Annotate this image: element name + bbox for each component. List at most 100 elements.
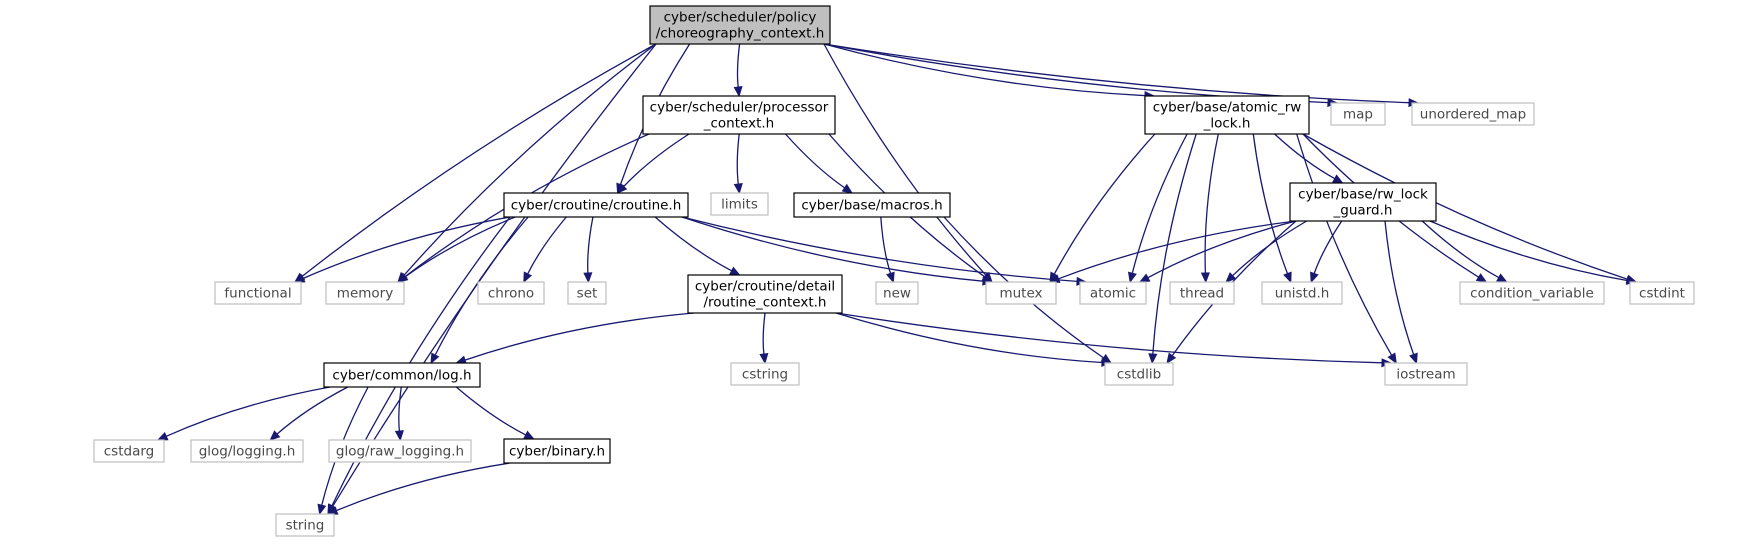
header-node-root[interactable]: cyber/scheduler/policy/choreography_cont…	[649, 5, 831, 45]
edge-line	[835, 312, 1103, 364]
edge-line	[332, 43, 657, 507]
system-header-node-limits: limits	[710, 192, 769, 216]
node-box	[1104, 362, 1174, 386]
edge-line	[835, 312, 1383, 364]
arrow-head	[156, 432, 169, 441]
edge-rw_guard-to-condvar	[1421, 220, 1508, 283]
node-box	[649, 5, 831, 45]
edge-line	[1131, 133, 1188, 274]
node-label: /choreography_context.h	[656, 26, 825, 42]
edge-processor-to-limits	[733, 133, 743, 195]
edge-line	[1429, 220, 1628, 282]
edge-root-to-unordered_map	[823, 43, 1420, 108]
arrow-head	[1475, 273, 1488, 283]
system-header-node-mutex: mutex	[985, 281, 1057, 305]
node-box	[503, 438, 611, 464]
node-label: glog/raw_logging.h	[336, 444, 464, 460]
header-node-binary[interactable]: cyber/binary.h	[503, 438, 611, 464]
edge-line	[1296, 133, 1393, 356]
arrow-head	[317, 503, 327, 516]
node-box	[1169, 281, 1235, 305]
arrow-head	[523, 430, 535, 440]
edge-routine_ctx-to-cstdlib	[835, 312, 1113, 367]
edge-macros-to-new	[880, 216, 895, 284]
system-header-node-unistd: unistd.h	[1261, 281, 1343, 305]
node-box	[985, 281, 1057, 305]
node-label: set	[577, 286, 598, 302]
edge-line	[455, 386, 526, 436]
arrow-head	[1148, 353, 1158, 365]
node-label: cyber/common/log.h	[332, 368, 471, 384]
arrow-head	[1225, 272, 1237, 283]
system-header-node-iostream: iostream	[1384, 362, 1468, 386]
node-label: functional	[224, 286, 291, 302]
edge-croutine-to-functional	[293, 216, 511, 283]
header-node-croutine[interactable]: cyber/croutine/croutine.h	[503, 192, 689, 218]
edge-rw_guard-to-unistd	[1310, 220, 1343, 284]
node-box	[1261, 281, 1343, 305]
node-label: cyber/scheduler/policy	[664, 10, 817, 26]
arrow-head	[841, 183, 854, 194]
header-node-routine_ctx[interactable]: cyber/croutine/detail/routine_context.h	[687, 274, 843, 314]
edge-line	[165, 386, 331, 437]
node-label: glog/logging.h	[199, 444, 296, 460]
header-node-macros[interactable]: cyber/base/macros.h	[793, 192, 951, 218]
arrow-head	[1138, 273, 1151, 283]
arrow-head	[1200, 272, 1210, 284]
node-box	[642, 95, 836, 135]
edge-line	[1147, 220, 1297, 279]
arrow-head	[759, 353, 769, 365]
edge-atomic_rw-to-thread	[1200, 133, 1219, 284]
node-box	[477, 281, 545, 305]
edge-line	[1313, 220, 1343, 274]
edge-croutine-to-routine_ctx	[654, 216, 741, 276]
edge-line	[736, 133, 740, 185]
node-box	[190, 439, 304, 463]
node-label: cstdarg	[104, 444, 154, 460]
node-label: cyber/croutine/detail	[695, 279, 835, 295]
edge-line	[823, 43, 987, 276]
node-box	[710, 192, 769, 216]
edge-line	[398, 386, 402, 432]
edge-line	[823, 43, 1410, 104]
edge-line	[331, 216, 511, 507]
arrow-head	[430, 352, 440, 365]
node-box	[1330, 102, 1386, 126]
system-header-node-functional: functional	[214, 281, 302, 305]
edge-log-to-glog_logging	[269, 386, 349, 441]
node-label: cyber/binary.h	[509, 444, 605, 460]
arrow-head	[1409, 352, 1418, 365]
edge-root-to-processor	[733, 43, 743, 98]
header-node-processor[interactable]: cyber/scheduler/processor_context.h	[642, 95, 836, 135]
header-node-atomic_rw[interactable]: cyber/base/atomic_rw_lock.h	[1144, 95, 1310, 135]
edge-line	[823, 43, 1146, 97]
arrow-head	[1283, 271, 1292, 284]
arrow-head	[523, 271, 532, 284]
system-header-node-cstring: cstring	[730, 362, 800, 386]
arrow-head	[396, 272, 409, 283]
node-box	[1144, 95, 1310, 135]
arrow-head	[583, 272, 593, 284]
header-node-rw_guard[interactable]: cyber/base/rw_lock_guard.h	[1289, 182, 1437, 222]
node-box	[503, 192, 689, 218]
node-box	[214, 281, 302, 305]
node-box	[1079, 281, 1147, 305]
edge-croutine-to-log	[430, 216, 529, 365]
edge-rw_guard-to-mutex	[1048, 220, 1297, 283]
node-box	[93, 439, 165, 463]
edge-root-to-mutex	[823, 43, 993, 283]
edge-root-to-functional	[293, 43, 657, 283]
header-node-log[interactable]: cyber/common/log.h	[323, 362, 481, 388]
node-box	[687, 274, 843, 314]
edge-line	[762, 312, 766, 355]
node-label: memory	[337, 286, 393, 302]
node-label: cstdlib	[1117, 367, 1161, 383]
node-label: map	[1343, 107, 1373, 123]
system-header-node-string: string	[275, 513, 335, 537]
edge-atomic_rw-to-mutex	[1049, 133, 1156, 284]
arrow-head	[1332, 174, 1344, 184]
arrow-head	[616, 183, 628, 194]
edge-routine_ctx-to-log	[455, 312, 695, 365]
edge-line	[654, 216, 733, 272]
